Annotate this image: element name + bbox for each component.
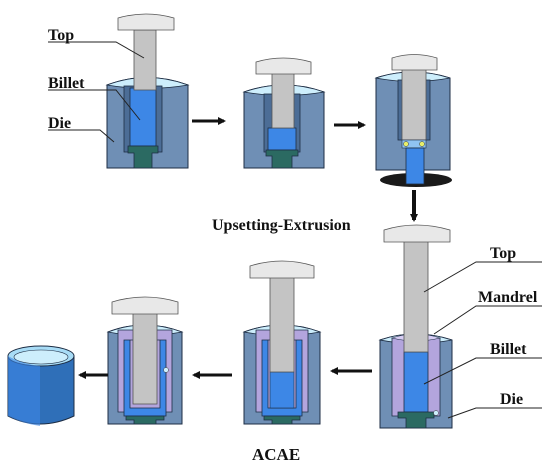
label-acae: ACAE	[252, 445, 300, 464]
base-insert-stage-2	[265, 149, 299, 169]
gap-marker-stage-4	[433, 410, 439, 416]
stage-5-assembly	[242, 260, 322, 425]
leader-die-2	[447, 407, 542, 419]
billet-stage-2	[267, 127, 297, 151]
punch-stage-5	[249, 260, 315, 373]
label-mandrel: Mandrel	[478, 289, 538, 306]
punch-stage-3	[391, 54, 438, 141]
base-insert-stage-5	[263, 415, 301, 425]
label-billet-2: Billet	[490, 341, 527, 358]
leader-top	[48, 41, 145, 59]
billet-stage-1	[129, 87, 157, 147]
leader-billet	[48, 89, 141, 121]
stage-2-assembly	[242, 57, 326, 169]
label-top: Top	[48, 27, 74, 44]
punch-stage-2	[255, 57, 312, 129]
punch-stage-1	[117, 13, 175, 91]
final-cup-product	[7, 345, 75, 426]
punch-stage-6	[111, 296, 179, 405]
leader-mandrel	[433, 305, 542, 335]
label-billet: Billet	[48, 75, 85, 92]
gap-marker-stage-6	[163, 367, 169, 373]
label-die: Die	[48, 115, 71, 132]
gap-marker-left	[403, 141, 409, 147]
leader-die	[48, 129, 115, 143]
stage-6-assembly	[106, 296, 184, 425]
label-upsetting-extrusion: Upsetting-Extrusion	[212, 217, 351, 234]
leader-billet-2	[423, 357, 542, 385]
gap-marker-right	[419, 141, 425, 147]
base-insert-stage-6	[125, 415, 165, 425]
stage-1-assembly	[105, 13, 190, 169]
base-insert-stage-1	[127, 145, 159, 169]
label-die-2: Die	[500, 391, 523, 408]
billet-stage-4	[403, 351, 429, 413]
leader-top-2	[423, 261, 542, 293]
label-top-2: Top	[490, 245, 516, 262]
punch-stage-4	[383, 224, 451, 353]
extruded-rod	[405, 147, 425, 185]
billet-inner-stage-5	[269, 371, 295, 409]
stage-4-assembly	[378, 224, 453, 429]
stage-3-assembly	[374, 54, 452, 187]
